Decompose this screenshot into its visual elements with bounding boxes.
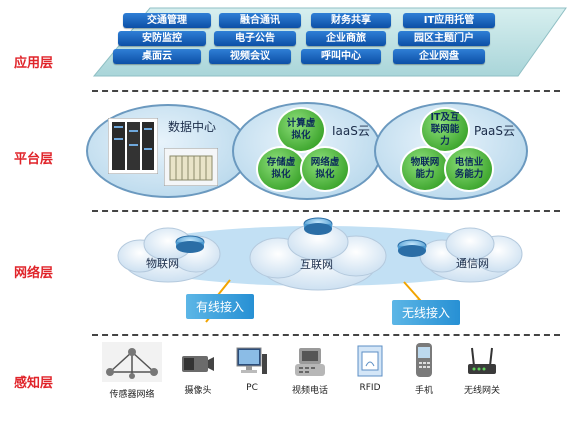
- platform-layer-label: 平台层: [14, 152, 54, 167]
- divider-3: [92, 334, 560, 336]
- it-internet-capability-circle: IT及互联网能力: [420, 107, 470, 153]
- camera-icon: [182, 356, 214, 372]
- wireless-gateway-item: 无线网关: [452, 344, 512, 396]
- pc-label: PC: [246, 383, 258, 393]
- app-e-bulletin[interactable]: 电子公告: [214, 31, 296, 46]
- iot-capability-circle: 物联网能力: [400, 146, 450, 192]
- sensor-network-item: 传感器网络: [96, 342, 168, 400]
- pc-item: PC: [232, 346, 272, 393]
- app-unified-communication[interactable]: 融合通讯: [219, 13, 301, 28]
- sensor-network-label: 传感器网络: [109, 390, 155, 400]
- datacenter-label: 数据中心: [168, 120, 217, 134]
- perception-layer-label: 感知层: [14, 376, 54, 391]
- network-clouds: [117, 217, 523, 323]
- pc-icon: [236, 347, 267, 374]
- paas-label: PaaS云: [474, 124, 516, 138]
- rfid-icon: [357, 345, 383, 377]
- mobile-phone-icon: [416, 343, 432, 377]
- mobile-phone-item: 手机: [404, 342, 444, 396]
- divider-1: [92, 90, 560, 92]
- app-traffic-management[interactable]: 交通管理: [123, 13, 211, 28]
- app-it-hosting[interactable]: IT应用托管: [403, 13, 495, 28]
- iot-cloud: [117, 227, 221, 283]
- router-icon: [397, 239, 427, 257]
- application-layer-label: 应用层: [14, 56, 54, 71]
- telecom-network-label: 通信网: [456, 257, 489, 270]
- wireless-access-banner: 无线接入: [392, 300, 461, 325]
- sensor-network-icon: [102, 342, 162, 382]
- iaas-label: IaaS云: [332, 124, 370, 138]
- wired-access-banner: 有线接入: [186, 294, 255, 319]
- app-call-center[interactable]: 呼叫中心: [301, 49, 381, 64]
- app-security-monitoring[interactable]: 安防监控: [118, 31, 206, 46]
- network-virtualization-circle: 网络虚拟化: [300, 146, 350, 192]
- app-desktop-cloud[interactable]: 桌面云: [113, 49, 201, 64]
- telecom-cloud: [419, 227, 523, 283]
- server-rack-image: [108, 118, 158, 174]
- video-phone-label: 视频电话: [291, 386, 328, 396]
- internet-label: 互联网: [300, 258, 333, 271]
- storage-virtualization-circle: 存储虚拟化: [256, 146, 306, 192]
- wireless-gateway-label: 无线网关: [463, 386, 500, 396]
- app-park-portal[interactable]: 园区主题门户: [398, 31, 490, 46]
- app-financial-sharing[interactable]: 财务共享: [311, 13, 391, 28]
- wireless-gateway-icon: [468, 347, 496, 374]
- video-phone-item: 视频电话: [284, 346, 336, 396]
- network-layer-label: 网络层: [14, 266, 54, 281]
- app-video-conference[interactable]: 视频会议: [209, 49, 291, 64]
- compute-virtualization-circle: 计算虚拟化: [276, 107, 326, 153]
- mobile-phone-label: 手机: [414, 386, 433, 396]
- rfid-label: RFID: [359, 383, 381, 393]
- divider-2: [92, 210, 560, 212]
- camera-label: 摄像头: [184, 386, 212, 396]
- app-business-travel[interactable]: 企业商旅: [306, 31, 386, 46]
- iot-network-label: 物联网: [146, 257, 179, 270]
- telecom-capability-circle: 电信业务能力: [444, 146, 494, 192]
- rfid-item: RFID: [348, 344, 392, 393]
- router-icon: [175, 235, 205, 253]
- container-datacenter-image: [164, 148, 218, 186]
- app-enterprise-netdisk[interactable]: 企业网盘: [393, 49, 485, 64]
- internet-cloud: [249, 223, 387, 291]
- video-phone-icon: [295, 348, 325, 376]
- camera-item: 摄像头: [176, 350, 220, 396]
- router-icon: [303, 217, 333, 235]
